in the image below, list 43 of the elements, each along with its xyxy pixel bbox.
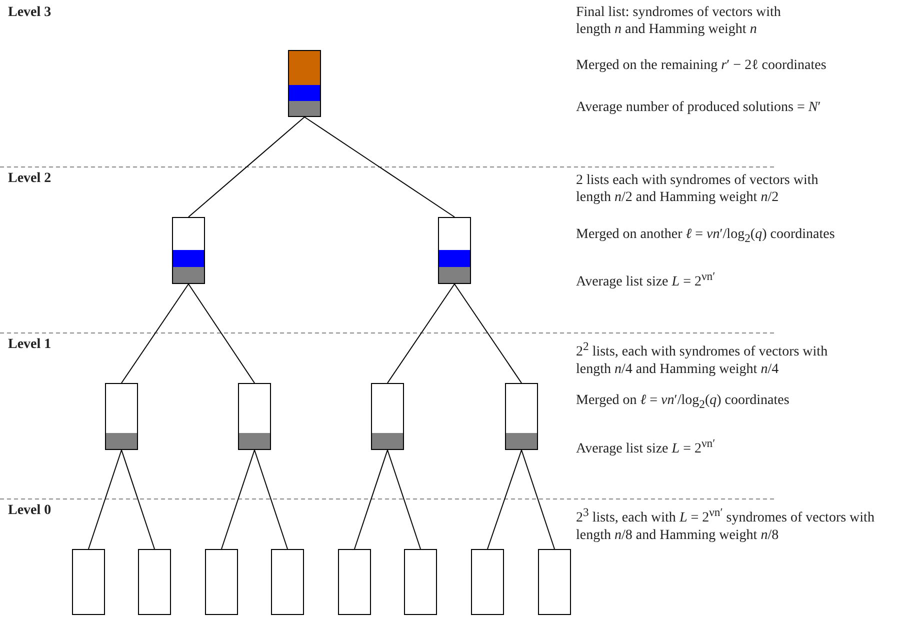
list-block — [404, 549, 437, 615]
tree-line — [387, 284, 455, 384]
tree-line — [254, 450, 288, 550]
description-text: Merged on the remaining r′ − 2ℓ coordinates — [576, 57, 828, 74]
tree-line — [354, 450, 388, 550]
list-block — [205, 549, 238, 615]
description-text: Final list: syndromes of vectors with length n and Hamming weight n — [576, 4, 782, 38]
description-text: Average list size L = 2$^{νn′}$ — [576, 436, 716, 458]
tree-line — [188, 284, 255, 384]
list-block — [538, 549, 571, 615]
description-text: Average number of produced solutions = N′ — [576, 99, 822, 116]
list-block — [105, 383, 138, 450]
tree-line — [121, 284, 189, 384]
list-block — [505, 383, 538, 450]
list-block — [471, 549, 504, 615]
tree-line — [121, 450, 155, 550]
description-text: Average list size L = 2$^{νn′}$ — [576, 269, 716, 291]
level-label: Level 3 — [8, 4, 52, 21]
tree-line — [454, 284, 522, 384]
list-block — [438, 217, 471, 284]
level-label: Level 0 — [8, 502, 52, 519]
list-block — [238, 383, 271, 450]
list-block — [338, 549, 371, 615]
tree-line — [521, 450, 555, 550]
tree-line — [221, 450, 255, 550]
level-label: Level 1 — [8, 336, 52, 353]
list-block — [288, 50, 321, 117]
level-label: Level 2 — [8, 170, 52, 187]
description-text: Merged on ℓ = νn′/log$_{2}$(q) coordinates — [576, 392, 790, 413]
list-block — [172, 217, 205, 284]
description-text: 2$^{3}$ lists, each with L = 2$^{νn′}$ syndromes of vectors with length n/8 and Hamming weight n/8 — [576, 505, 876, 544]
tree-line — [304, 116, 455, 218]
tree-line — [88, 450, 122, 550]
list-block — [271, 549, 304, 615]
description-text: 2$^{2}$ lists, each with syndromes of vectors with length n/4 and Hamming weight n/4 — [576, 339, 829, 378]
tree-line — [188, 116, 305, 218]
description-text: Merged on another ℓ = νn′/log$_{2}$(q) coordinates — [576, 226, 836, 247]
list-block — [138, 549, 171, 615]
description-text: 2 lists each with syndromes of vectors with length n/2 and Hamming weight n/2 — [576, 172, 820, 206]
list-block — [72, 549, 105, 615]
list-block — [371, 383, 404, 450]
tree-line — [387, 450, 421, 550]
tree-line — [487, 450, 522, 550]
